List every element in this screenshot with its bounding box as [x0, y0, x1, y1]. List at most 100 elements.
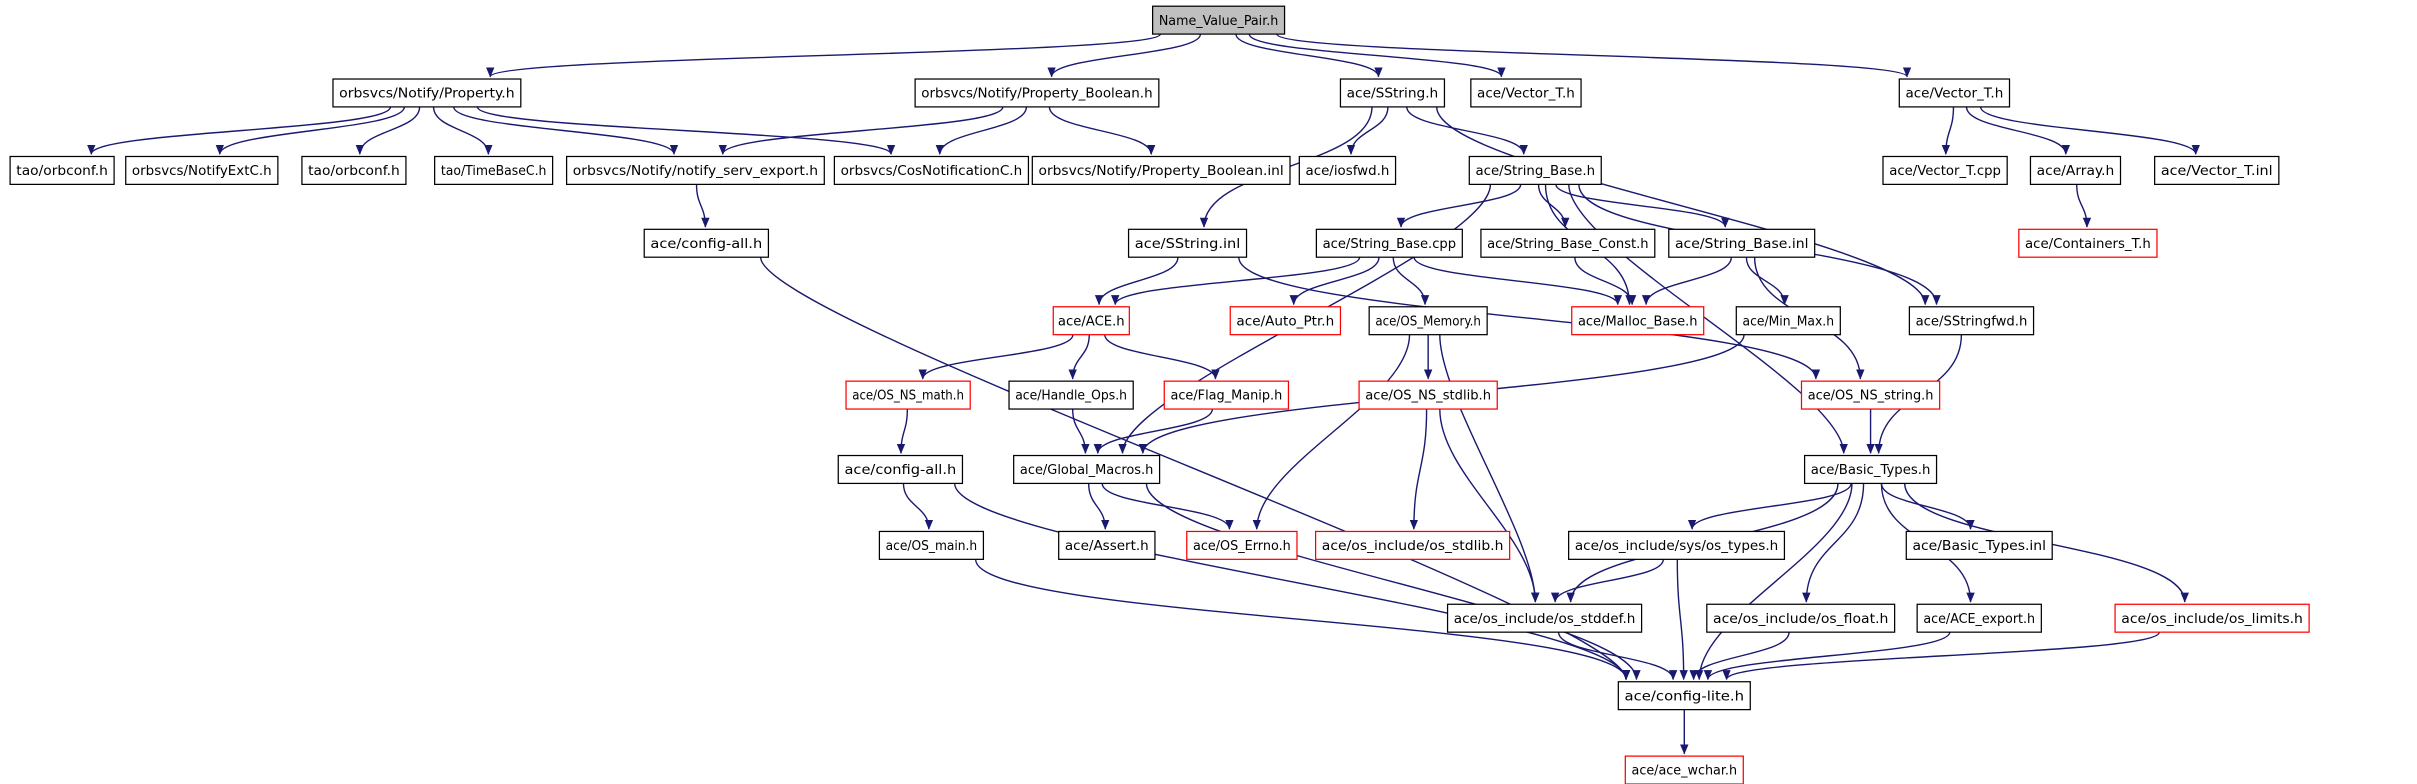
- node-label-globalmacros: ace/Global_Macros.h: [1020, 463, 1154, 478]
- node-osfloat[interactable]: ace/os_include/os_float.h: [1706, 603, 1896, 633]
- edge-vector2-to-array: [1965, 106, 2071, 155]
- edge-vector2-to-vectorinl: [1979, 106, 2200, 155]
- node-propb[interactable]: orbsvcs/Notify/Property_Boolean.h: [914, 78, 1160, 108]
- edge-stringbase-to-stringbasecpp: [1396, 184, 1522, 228]
- node-array[interactable]: ace/Array.h: [2029, 155, 2122, 185]
- node-orbconf1[interactable]: tao/orbconf.h: [9, 155, 115, 185]
- node-sstringinl[interactable]: ace/SString.inl: [1127, 228, 1248, 258]
- node-box-vector2: [1898, 78, 2011, 108]
- node-box-basictypes: [1803, 454, 1938, 485]
- node-osstddef[interactable]: ace/os_include/os_stddef.h: [1446, 603, 1643, 633]
- node-configall2[interactable]: ace/config-all.h: [837, 454, 964, 485]
- node-vector2[interactable]: ace/Vector_T.h: [1898, 78, 2011, 108]
- node-aceexport[interactable]: ace/ACE_export.h: [1916, 603, 2042, 633]
- edge-basictypes-to-configlite: [1695, 483, 1853, 681]
- edge-basictypes-to-osfloat: [1802, 483, 1865, 603]
- node-box-configall1: [643, 228, 770, 258]
- node-box-stringbaseinl: [1668, 228, 1816, 258]
- node-label-basictypesinl: ace/Basic_Types.inl: [1912, 539, 2046, 554]
- node-cosnotif[interactable]: orbsvcs/CosNotificationC.h: [833, 155, 1030, 185]
- node-orbconf2[interactable]: tao/orbconf.h: [301, 155, 407, 185]
- node-osstdlib[interactable]: ace/os_include/os_stdlib.h: [1314, 530, 1511, 560]
- node-box-propb: [914, 78, 1160, 108]
- edge-osnsmath-to-configall2: [896, 409, 909, 454]
- node-notifyext[interactable]: orbsvcs/NotifyExtC.h: [125, 155, 279, 185]
- edge-ace-to-handleops: [1068, 334, 1090, 380]
- edge-stringbaseinl-to-mallocbase: [1641, 257, 1733, 306]
- node-iosfwd[interactable]: ace/iosfwd.h: [1298, 155, 1397, 185]
- node-acewchar[interactable]: ace/ace_wchar.h: [1624, 755, 1744, 784]
- node-osmain[interactable]: ace/OS_main.h: [878, 530, 985, 560]
- edge-osmain-to-configlite: [974, 559, 1631, 681]
- node-label-oserrno: ace/OS_Errno.h: [1193, 539, 1291, 554]
- node-label-sstringinl: ace/SString.inl: [1135, 237, 1241, 252]
- node-label-basictypes: ace/Basic_Types.h: [1811, 463, 1931, 478]
- node-sstringfwd[interactable]: ace/SStringfwd.h: [1908, 306, 2035, 336]
- edge-nvp-to-vector1: [1248, 33, 1506, 78]
- node-stringbasecpp[interactable]: ace/String_Base.cpp: [1315, 228, 1463, 258]
- node-box-sstringfwd: [1908, 306, 2035, 336]
- node-ace[interactable]: ace/ACE.h: [1052, 306, 1130, 336]
- edge-prop-to-orbconf2: [355, 106, 421, 155]
- node-basictypesinl[interactable]: ace/Basic_Types.inl: [1905, 530, 2053, 560]
- node-label-ostypes: ace/os_include/sys/os_types.h: [1575, 539, 1778, 554]
- node-box-iosfwd: [1298, 155, 1397, 185]
- node-label-osnsmath: ace/OS_NS_math.h: [852, 389, 964, 404]
- node-label-orbconf1: tao/orbconf.h: [16, 164, 108, 179]
- node-box-notifyext: [125, 155, 279, 185]
- node-box-vectorcpp: [1882, 155, 2008, 185]
- node-mallocbase[interactable]: ace/Malloc_Base.h: [1571, 306, 1705, 336]
- node-basictypes[interactable]: ace/Basic_Types.h: [1803, 454, 1938, 485]
- node-servexport[interactable]: orbsvcs/Notify/notify_serv_export.h: [565, 155, 825, 185]
- node-stringbaseinl[interactable]: ace/String_Base.inl: [1668, 228, 1816, 258]
- node-osmemory[interactable]: ace/OS_Memory.h: [1368, 306, 1488, 336]
- node-handleops[interactable]: ace/Handle_Ops.h: [1008, 380, 1134, 410]
- node-globalmacros[interactable]: ace/Global_Macros.h: [1013, 454, 1161, 485]
- node-label-minmax: ace/Min_Max.h: [1743, 314, 1835, 329]
- node-box-basictypesinl: [1905, 530, 2053, 560]
- node-prop[interactable]: orbsvcs/Notify/Property.h: [332, 78, 522, 108]
- edge-sstring-to-iosfwd: [1346, 106, 1389, 155]
- edge-osmemory-to-oserrno: [1252, 334, 1411, 530]
- node-oserrno[interactable]: ace/OS_Errno.h: [1186, 530, 1298, 560]
- edge-prop-to-servexport: [453, 106, 679, 155]
- node-box-acewchar: [1624, 755, 1744, 784]
- node-timebase[interactable]: tao/TimeBaseC.h: [434, 155, 554, 185]
- node-flagmanip[interactable]: ace/Flag_Manip.h: [1163, 380, 1290, 410]
- node-vectorcpp[interactable]: ace/Vector_T.cpp: [1882, 155, 2008, 185]
- node-stringbase[interactable]: ace/String_Base.h: [1468, 155, 1602, 185]
- node-label-osmemory: ace/OS_Memory.h: [1375, 314, 1481, 329]
- node-box-aceexport: [1916, 603, 2042, 633]
- node-autoptr[interactable]: ace/Auto_Ptr.h: [1229, 306, 1342, 336]
- node-box-propbinl: [1031, 155, 1291, 185]
- node-label-stringbaseconst: ace/String_Base_Const.h: [1487, 237, 1648, 252]
- node-osnsstring[interactable]: ace/OS_NS_string.h: [1800, 380, 1941, 410]
- node-ostypes[interactable]: ace/os_include/sys/os_types.h: [1568, 530, 1786, 560]
- node-box-sstringinl: [1127, 228, 1248, 258]
- node-propbinl[interactable]: orbsvcs/Notify/Property_Boolean.inl: [1031, 155, 1291, 185]
- node-label-propb: orbsvcs/Notify/Property_Boolean.h: [921, 87, 1152, 102]
- node-oslimits[interactable]: ace/os_include/os_limits.h: [2114, 603, 2310, 633]
- edge-globalmacros-to-assert: [1087, 483, 1110, 530]
- node-sstring[interactable]: ace/SString.h: [1339, 78, 1446, 108]
- edge-stringbase-to-stringbaseconst: [1537, 184, 1570, 228]
- node-configlite[interactable]: ace/config-lite.h: [1617, 681, 1751, 711]
- node-box-stringbase: [1468, 155, 1602, 185]
- node-containers[interactable]: ace/Containers_T.h: [2018, 228, 2158, 258]
- node-nvp: Name_Value_Pair.h: [1151, 5, 1286, 35]
- node-assert[interactable]: ace/Assert.h: [1058, 530, 1156, 560]
- node-vector1[interactable]: ace/Vector_T.h: [1470, 78, 1582, 108]
- node-vectorinl[interactable]: ace/Vector_T.inl: [2154, 155, 2280, 185]
- edge-nvp-to-propb: [1047, 33, 1202, 78]
- edge-prop-to-notifyext: [215, 106, 406, 155]
- edge-stringbase-to-basictypes: [1568, 184, 1848, 454]
- edge-propb-to-propbinl: [1048, 106, 1156, 155]
- node-osnsmath[interactable]: ace/OS_NS_math.h: [845, 380, 971, 410]
- node-label-notifyext: orbsvcs/NotifyExtC.h: [132, 164, 272, 179]
- node-configall1[interactable]: ace/config-all.h: [643, 228, 770, 258]
- node-box-handleops: [1008, 380, 1134, 410]
- node-stringbaseconst[interactable]: ace/String_Base_Const.h: [1480, 228, 1656, 258]
- node-osnsstdlib[interactable]: ace/OS_NS_stdlib.h: [1358, 380, 1498, 410]
- node-minmax[interactable]: ace/Min_Max.h: [1735, 306, 1841, 336]
- node-label-vectorinl: ace/Vector_T.inl: [2161, 164, 2273, 179]
